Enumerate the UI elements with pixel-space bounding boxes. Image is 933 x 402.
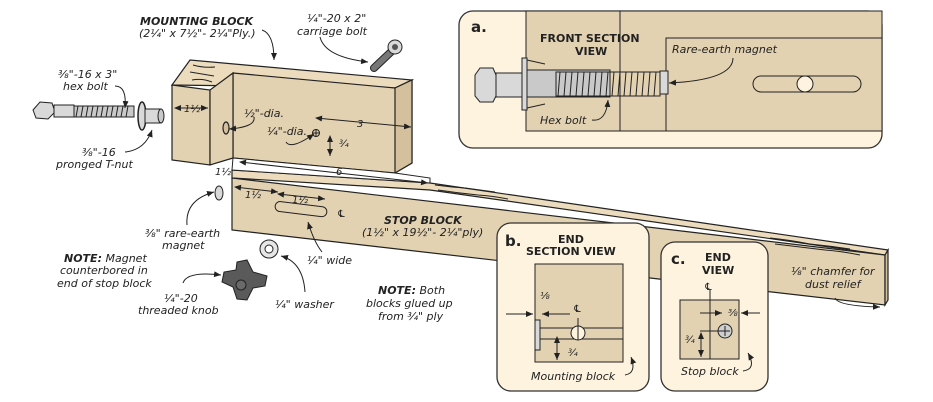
- leader-arrows: [114, 29, 369, 293]
- note-magnet-line3: end of stop block: [57, 277, 152, 290]
- dim-3-4: ¾: [339, 139, 349, 150]
- dim-slot-length: 1½: [292, 194, 308, 206]
- dimension-lines: [174, 105, 429, 202]
- section-hex-bolt-icon: [474, 57, 669, 111]
- t-nut-name: pronged T-nut: [55, 158, 133, 171]
- washer-icon: [259, 239, 279, 259]
- detail-c-centerline: ℄: [704, 282, 713, 293]
- magnet-size: ⅜" rare-earth: [145, 227, 220, 240]
- t-nut-icon: [137, 101, 165, 131]
- detail-b-title-line1: END: [558, 233, 584, 246]
- detail-b-title-line2: SECTION VIEW: [526, 245, 616, 258]
- note-magnet-line2: counterbored in: [60, 264, 148, 277]
- mounting-block-title: MOUNTING BLOCK: [140, 15, 255, 28]
- dim-3: 3: [357, 119, 363, 130]
- half-inch-hole: [222, 121, 230, 135]
- detail-b-dim-3-4: ¾: [568, 348, 578, 359]
- note-magnet-line1: NOTE: Magnet: [64, 252, 147, 265]
- dim-1-5-side: 1½: [215, 166, 231, 178]
- knob-size: ¼"-20: [164, 292, 198, 305]
- detail-a-panel: [458, 10, 883, 149]
- knob-name: threaded knob: [138, 304, 219, 317]
- washer-label: ¼" washer: [275, 298, 335, 311]
- end-grain-texture: [434, 184, 861, 256]
- detail-a-bolt-label: Hex bolt: [540, 114, 587, 127]
- detail-b-dim-1-8: ⅛: [540, 291, 550, 302]
- note-glue-line1: NOTE: Both: [378, 284, 445, 297]
- chamfer-line1: ⅛" chamfer for: [791, 265, 876, 278]
- detail-c-title-line2: VIEW: [702, 264, 734, 277]
- hex-bolt-size: ⅜"-16 x 3": [58, 68, 117, 81]
- slot: [274, 201, 328, 218]
- detail-b-centerline: ℄: [573, 304, 582, 315]
- detail-a-title-line1: FRONT SECTION: [540, 32, 640, 45]
- stop-block-title: STOP BLOCK: [384, 214, 463, 227]
- detail-a-magnet-label: Rare-earth magnet: [672, 43, 778, 56]
- detail-c-dim-3-4: ¾: [685, 335, 695, 346]
- section-magnet-icon: [659, 70, 669, 95]
- dim-6: 6: [336, 167, 342, 178]
- detail-c-letter: c.: [671, 250, 686, 268]
- detail-c-label: Stop block: [681, 365, 739, 378]
- chamfer-line2: dust relief: [805, 278, 863, 291]
- half-inch-hole-label: ½"-dia.: [244, 107, 284, 120]
- note-glue-line2: blocks glued up: [366, 297, 453, 310]
- mounting-block-end: [171, 84, 211, 166]
- detail-c-dim-3-8: ⅜: [728, 308, 738, 319]
- magnet-icon: [214, 185, 224, 201]
- end-grain-texture-top: [189, 64, 216, 83]
- slot-width-label: ¼" wide: [307, 254, 352, 267]
- detail-a-letter: a.: [471, 18, 487, 36]
- hex-bolt-icon: [32, 101, 135, 120]
- note-glue-line3: from ¾" ply: [378, 310, 444, 323]
- carriage-bolt-name: carriage bolt: [297, 25, 368, 38]
- t-nut-size: ⅜"-16: [82, 146, 116, 159]
- carriage-bolt-size: ¼"-20 x 2": [307, 12, 366, 25]
- centerline-mark: ℄: [337, 209, 346, 220]
- detail-b-letter: b.: [505, 232, 521, 250]
- dim-1-5-end: 1½: [184, 103, 200, 115]
- detail-b-label: Mounting block: [531, 370, 616, 383]
- detail-b-panel: [496, 222, 650, 392]
- knob-icon: [221, 259, 268, 301]
- dim-slot-offset: 1½: [245, 189, 261, 201]
- detail-a-title-line2: VIEW: [575, 45, 607, 58]
- detail-c-panel: [660, 241, 769, 392]
- hex-bolt-name: hex bolt: [63, 80, 109, 93]
- stop-block-dims: (1½" x 19½"- 2¼"ply): [362, 226, 483, 239]
- mounting-block-dims: (2¼" x 7½"- 2¼"Ply.): [139, 27, 256, 40]
- mounting-block: [170, 59, 415, 175]
- detail-c-title-line1: END: [705, 251, 731, 264]
- quarter-inch-hole-label: ¼"-dia.: [267, 125, 307, 138]
- carriage-bolt-icon: [370, 39, 403, 72]
- magnet-name: magnet: [162, 239, 205, 252]
